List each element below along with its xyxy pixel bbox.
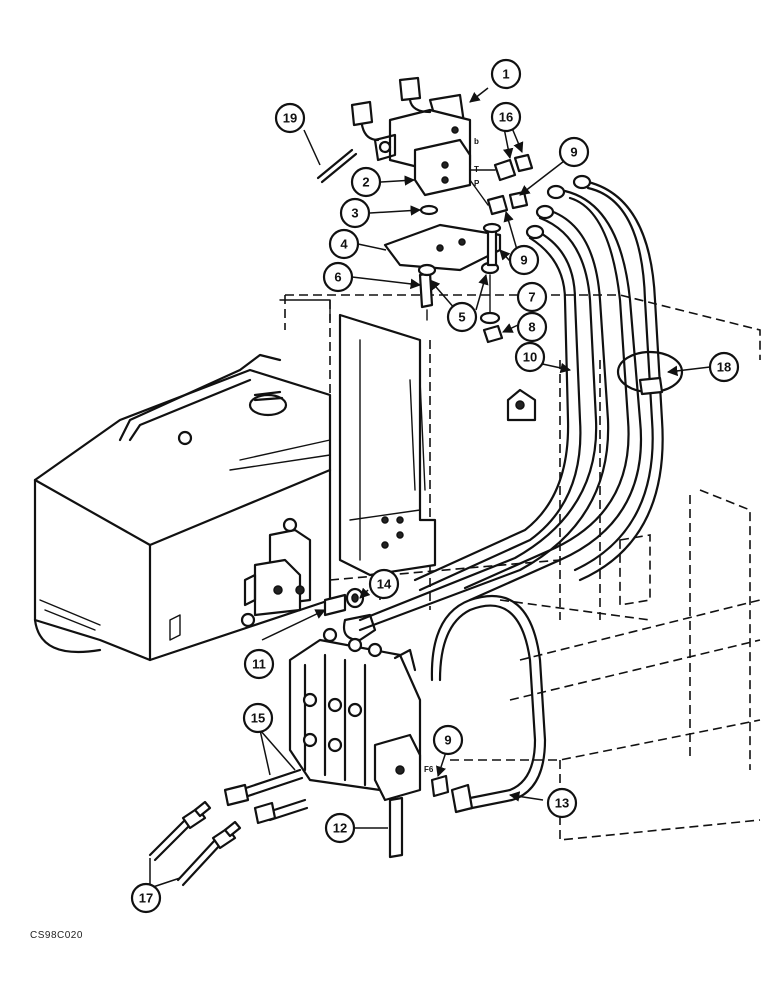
bolt-7 (486, 228, 498, 267)
hoses-17 (148, 800, 242, 887)
callout-6: 6 (322, 261, 354, 293)
pilot-valve-block (240, 517, 312, 628)
svg-text:12: 12 (333, 821, 347, 836)
svg-text:11: 11 (252, 657, 266, 672)
svg-text:13: 13 (555, 796, 569, 811)
callout-9-bottom: 9 (432, 724, 464, 756)
valve-outlet-fittings (469, 153, 534, 216)
svg-text:9: 9 (444, 733, 451, 748)
fitting-11-14 (323, 587, 377, 642)
callout-4: 4 (328, 228, 360, 260)
callout-7: 7 (516, 281, 548, 313)
port-label-p: P (474, 179, 480, 188)
mounting-hardware (383, 204, 504, 344)
svg-text:3: 3 (351, 206, 358, 221)
hose-12 (388, 796, 404, 859)
callout-leaders (149, 87, 711, 889)
washer-3 (419, 204, 439, 216)
callout-3: 3 (339, 197, 371, 229)
figure-code: CS98C020 (30, 930, 83, 941)
svg-text:4: 4 (340, 237, 348, 252)
callout-11: 11 (243, 648, 275, 680)
callout-16: 16 (490, 101, 522, 133)
svg-text:9: 9 (520, 253, 527, 268)
callout-15: 15 (242, 702, 274, 734)
connector-right (398, 76, 422, 102)
svg-text:1: 1 (502, 67, 509, 82)
callout-5: 5 (446, 301, 478, 333)
nut-8 (482, 324, 504, 344)
svg-text:16: 16 (499, 110, 513, 125)
callout-14: 14 (368, 568, 400, 600)
tank-bolt (177, 430, 193, 446)
callout-8: 8 (516, 311, 548, 343)
callout-9-mid: 9 (508, 244, 540, 276)
callout-9-top: 9 (558, 136, 590, 168)
hose-clamp-18 (616, 350, 684, 396)
hose-13 (430, 595, 547, 814)
control-valve-bank: F6 (288, 627, 450, 859)
callout-2: 2 (350, 166, 382, 198)
hose-bundle-10 (358, 174, 664, 632)
svg-text:8: 8 (528, 320, 535, 335)
connector-left (350, 100, 374, 127)
svg-text:18: 18 (717, 360, 731, 375)
port-label-b: b (474, 137, 479, 146)
hoses-15 (223, 768, 309, 825)
callout-13: 13 (546, 787, 578, 819)
callout-19: 19 (274, 102, 306, 134)
svg-text:17: 17 (139, 891, 153, 906)
port-label-f6: F6 (424, 765, 434, 774)
callout-12: 12 (324, 812, 356, 844)
callout-1: 1 (490, 58, 522, 90)
svg-text:19: 19 (283, 111, 297, 126)
svg-text:7: 7 (528, 290, 535, 305)
callout-10: 10 (514, 341, 546, 373)
svg-text:9: 9 (570, 145, 577, 160)
svg-text:5: 5 (458, 310, 465, 325)
svg-text:10: 10 (523, 350, 537, 365)
callout-18: 18 (708, 351, 740, 383)
svg-text:15: 15 (251, 711, 265, 726)
solenoid-valve-assembly: b T P (316, 76, 480, 197)
bolt-6 (418, 271, 434, 309)
svg-text:2: 2 (362, 175, 369, 190)
svg-text:14: 14 (377, 577, 392, 592)
mounting-column (338, 313, 537, 577)
tank-handle-rail (118, 353, 282, 442)
callout-17: 17 (130, 882, 162, 914)
svg-text:6: 6 (334, 270, 341, 285)
